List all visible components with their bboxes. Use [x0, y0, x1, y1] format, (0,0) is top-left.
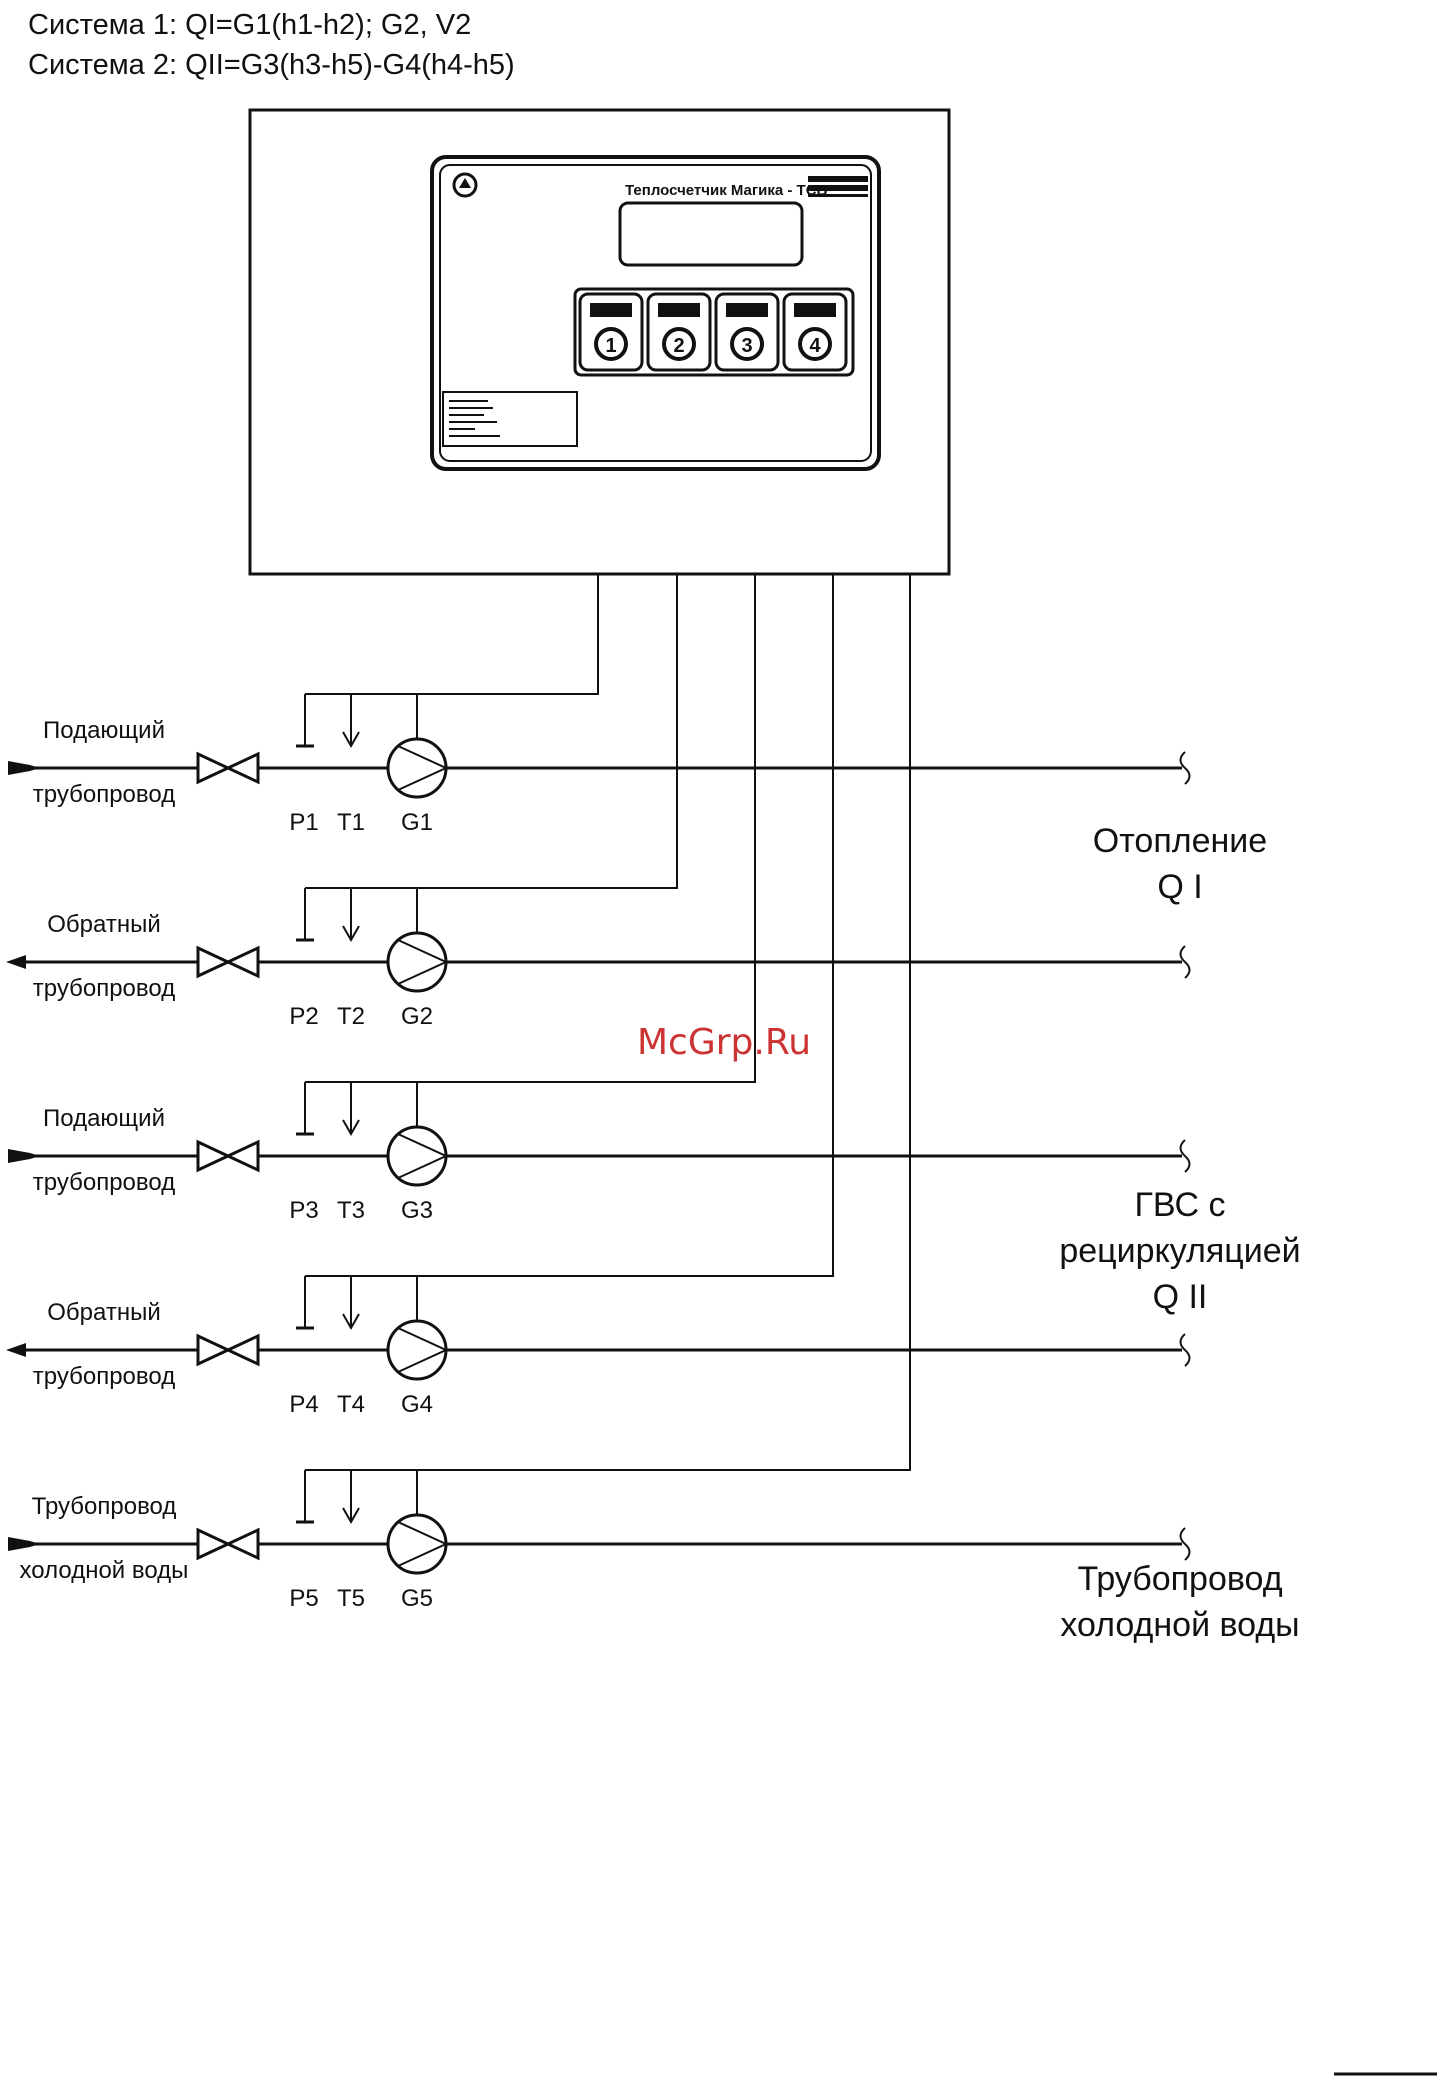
nameplate	[442, 391, 578, 447]
button-label-plate	[658, 303, 700, 317]
button-number: 4	[809, 335, 821, 357]
sensor-label-p: P5	[289, 1585, 318, 1612]
signal-cable	[305, 574, 599, 695]
flow-out-arrow-icon	[6, 955, 26, 969]
cold-water-label-2: холодной воды	[1060, 1606, 1299, 1644]
button-label-plate	[794, 303, 836, 317]
temperature-sensor-icon	[342, 888, 360, 943]
temperature-sensor-icon	[342, 1276, 360, 1331]
sensor-label-g: G2	[401, 1003, 433, 1030]
brand-stripes-icon	[808, 176, 868, 197]
pipe-left-label-2: трубопровод	[33, 1169, 175, 1196]
sensor-label-t: T1	[337, 809, 365, 836]
flow-meter-icon	[386, 1470, 449, 1575]
sensor-label-g: G3	[401, 1197, 433, 1224]
panel-button-4[interactable]: 4	[782, 292, 848, 372]
panel-buttons: 1 2 3 4	[578, 292, 848, 372]
button-number: 1	[605, 335, 616, 357]
panel-button-2[interactable]: 2	[646, 292, 712, 372]
hot-water-recirc-label: рециркуляцией	[1059, 1232, 1300, 1270]
hot-water-q-label: Q II	[1153, 1278, 1208, 1316]
lcd-display	[618, 201, 804, 267]
pipe-left-label: Трубопровод	[32, 1493, 177, 1520]
signal-cable	[305, 574, 678, 889]
sensor-label-p: P2	[289, 1003, 318, 1030]
sensor-label-p: P3	[289, 1197, 318, 1224]
pipe-left-label: Подающий	[43, 717, 165, 744]
temperature-sensor-icon	[342, 1082, 360, 1137]
sensor-label-t: T4	[337, 1391, 365, 1418]
device-title: Теплосчетчик Магика - ТСБ	[625, 182, 828, 199]
sensor-label-t: T2	[337, 1003, 365, 1030]
heating-q-label: Q I	[1157, 868, 1202, 906]
flow-meter-icon	[386, 694, 449, 799]
pressure-sensor-icon	[296, 1470, 314, 1524]
system-1-formula: Система 1: QI=G1(h1-h2); G2, V2	[28, 9, 471, 41]
valve-icon	[196, 1527, 260, 1561]
sensor-label-g: G1	[401, 809, 433, 836]
flow-meter-icon	[386, 1276, 449, 1381]
pipe-left-label: Обратный	[47, 1299, 160, 1326]
temperature-sensor-icon	[342, 694, 360, 749]
button-label-plate	[726, 303, 768, 317]
valve-icon	[196, 1139, 260, 1173]
pipe-break-icon	[1179, 1139, 1191, 1173]
pressure-sensor-icon	[296, 694, 314, 748]
pipe-left-label-2: трубопровод	[33, 781, 175, 808]
sensor-label-t: T5	[337, 1585, 365, 1612]
pipe-break-icon	[1179, 945, 1191, 979]
flow-out-arrow-icon	[6, 1343, 26, 1357]
pipe-left-label: Подающий	[43, 1105, 165, 1132]
system-2-formula: Система 2: QII=G3(h3-h5)-G4(h4-h5)	[28, 49, 515, 81]
panel-button-3[interactable]: 3	[714, 292, 780, 372]
manufacturer-logo-icon	[452, 172, 478, 198]
pipe-break-icon	[1179, 1527, 1191, 1561]
flow-meter-icon	[386, 1082, 449, 1187]
flow-in-arrow-icon	[8, 761, 40, 775]
sensor-label-p: P1	[289, 809, 318, 836]
pressure-sensor-icon	[296, 1276, 314, 1330]
signal-cable	[305, 574, 911, 1471]
pipe-left-label-2: трубопровод	[33, 975, 175, 1002]
watermark: McGrp.Ru	[637, 1022, 811, 1063]
cold-water-label: Трубопровод	[1077, 1560, 1282, 1598]
pipe-left-label-2: холодной воды	[20, 1557, 189, 1584]
sensor-label-g: G4	[401, 1391, 433, 1418]
sensor-label-g: G5	[401, 1585, 433, 1612]
valve-icon	[196, 1333, 260, 1367]
flow-in-arrow-icon	[8, 1149, 40, 1163]
pressure-sensor-icon	[296, 888, 314, 942]
flow-meter-icon	[386, 888, 449, 993]
heat-meter-panel: Теплосчетчик Магика - ТСБ 1 2 3 4	[430, 155, 881, 471]
pipe-break-icon	[1179, 1333, 1191, 1367]
button-number: 2	[673, 335, 684, 357]
signal-cable	[305, 574, 834, 1277]
signal-cable	[305, 574, 756, 1083]
flow-in-arrow-icon	[8, 1537, 40, 1551]
pipe-left-label: Обратный	[47, 911, 160, 938]
button-label-plate	[590, 303, 632, 317]
pipe-break-icon	[1179, 751, 1191, 785]
valve-icon	[196, 751, 260, 785]
pipe-left-label-2: трубопровод	[33, 1363, 175, 1390]
pressure-sensor-icon	[296, 1082, 314, 1136]
sensor-label-t: T3	[337, 1197, 365, 1224]
panel-button-1[interactable]: 1	[578, 292, 644, 372]
valve-icon	[196, 945, 260, 979]
sensor-label-p: P4	[289, 1391, 318, 1418]
hot-water-label: ГВС с	[1135, 1186, 1226, 1224]
temperature-sensor-icon	[342, 1470, 360, 1525]
button-number: 3	[741, 335, 752, 357]
heating-label: Отопление	[1093, 822, 1267, 860]
